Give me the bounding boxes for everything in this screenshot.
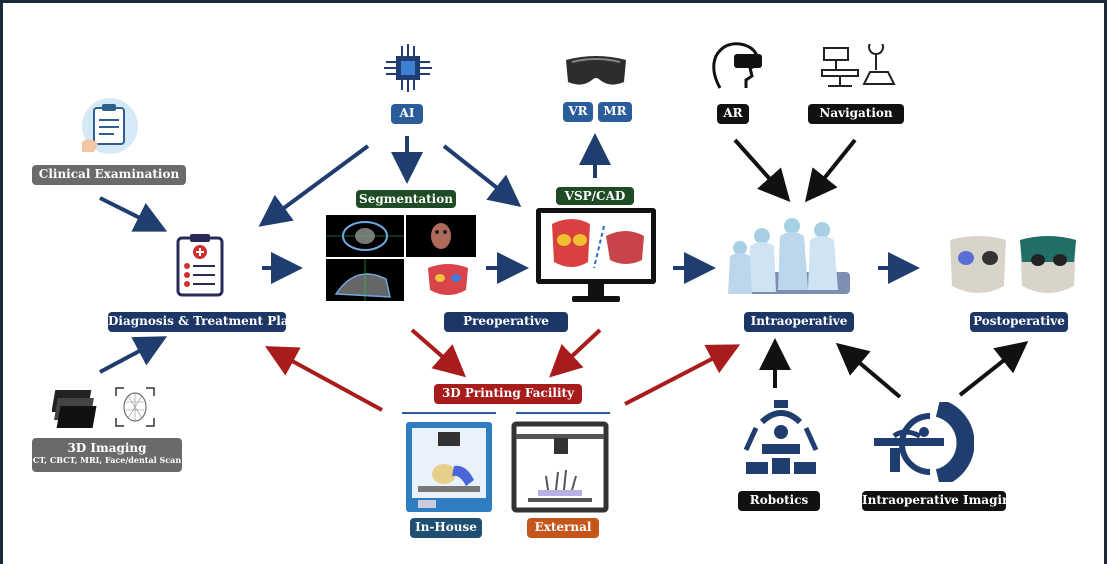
- robot-icon: [743, 400, 819, 474]
- arrow-preop-to-printing: [549, 328, 602, 378]
- face-scan-icon: [115, 387, 155, 427]
- diagnosis-treatment-plan-label: Diagnosis & Treatment Plan: [108, 312, 297, 332]
- arrow-imaging-to-intraop: [835, 342, 902, 399]
- arrow-imaging-to-postop: [958, 341, 1029, 397]
- navigation-icon: [821, 44, 896, 87]
- ct-stack-icon: [52, 390, 97, 428]
- mr-label: MR: [598, 102, 632, 122]
- postoperative-skulls: [950, 236, 1076, 293]
- ar-headset-icon: [712, 42, 762, 89]
- surgeons-illustration: [728, 218, 850, 294]
- intraoperative-label: Intraoperative: [744, 312, 854, 332]
- arrow-imaging-to-diagnosis: [99, 336, 168, 374]
- postoperative-label: Postoperative: [970, 312, 1068, 332]
- segmentation-3d-view: [406, 215, 476, 257]
- arrow-printing-to-intraop: [624, 344, 741, 406]
- ai-label: AI: [391, 104, 423, 124]
- segmentation-sagittal-view: [326, 259, 404, 301]
- external-label: External: [527, 518, 599, 538]
- robotics-label: Robotics: [738, 491, 820, 511]
- printer-inhouse-icon: [406, 422, 492, 512]
- segmentation-label: Segmentation: [356, 190, 456, 208]
- imaging-3d-title: 3D Imaging: [67, 441, 147, 455]
- clipboard-hand-icon: [82, 98, 138, 154]
- imaging-3d-subtitle: CT, CBCT, MRI, Face/dental Scan: [32, 455, 182, 465]
- intraoperative-imaging-label: Intraoperative Imaging: [862, 491, 1019, 511]
- arrow-segmentation-to-printing: [410, 328, 467, 378]
- printing-bracket: [402, 412, 610, 414]
- segmentation-axial-view: [326, 215, 404, 257]
- arrow-ar-to-intraop: [733, 138, 791, 202]
- arrow-ai-to-vsp: [442, 144, 522, 207]
- preoperative-label: Preoperative: [444, 312, 568, 332]
- vr-label: VR: [563, 102, 593, 122]
- printing-facility-label: 3D Printing Facility: [434, 384, 582, 404]
- imaging-3d-label: 3D Imaging CT, CBCT, MRI, Face/dental Sc…: [32, 438, 182, 472]
- arrow-printing-to-diagnosis: [264, 346, 383, 412]
- ar-label: AR: [717, 104, 749, 124]
- navigation-label: Navigation: [808, 104, 904, 124]
- vsp-monitor-icon: [536, 208, 656, 302]
- arrow-navigation-to-intraop: [804, 138, 857, 203]
- arrow-exam-to-diagnosis: [99, 196, 168, 232]
- segmentation-skull-model: [420, 260, 476, 300]
- scanner-icon: [874, 402, 974, 482]
- arrow-ai-to-diagnosis: [258, 144, 370, 227]
- clinical-examination-label: Clinical Examination: [32, 165, 186, 185]
- checklist-icon: [176, 234, 224, 297]
- printer-external-icon: [511, 421, 609, 513]
- in-house-label: In-House: [410, 518, 482, 538]
- ai-chip-icon: [384, 44, 432, 92]
- vsp-cad-label: VSP/CAD: [556, 187, 634, 205]
- vr-headset-icon: [566, 56, 626, 85]
